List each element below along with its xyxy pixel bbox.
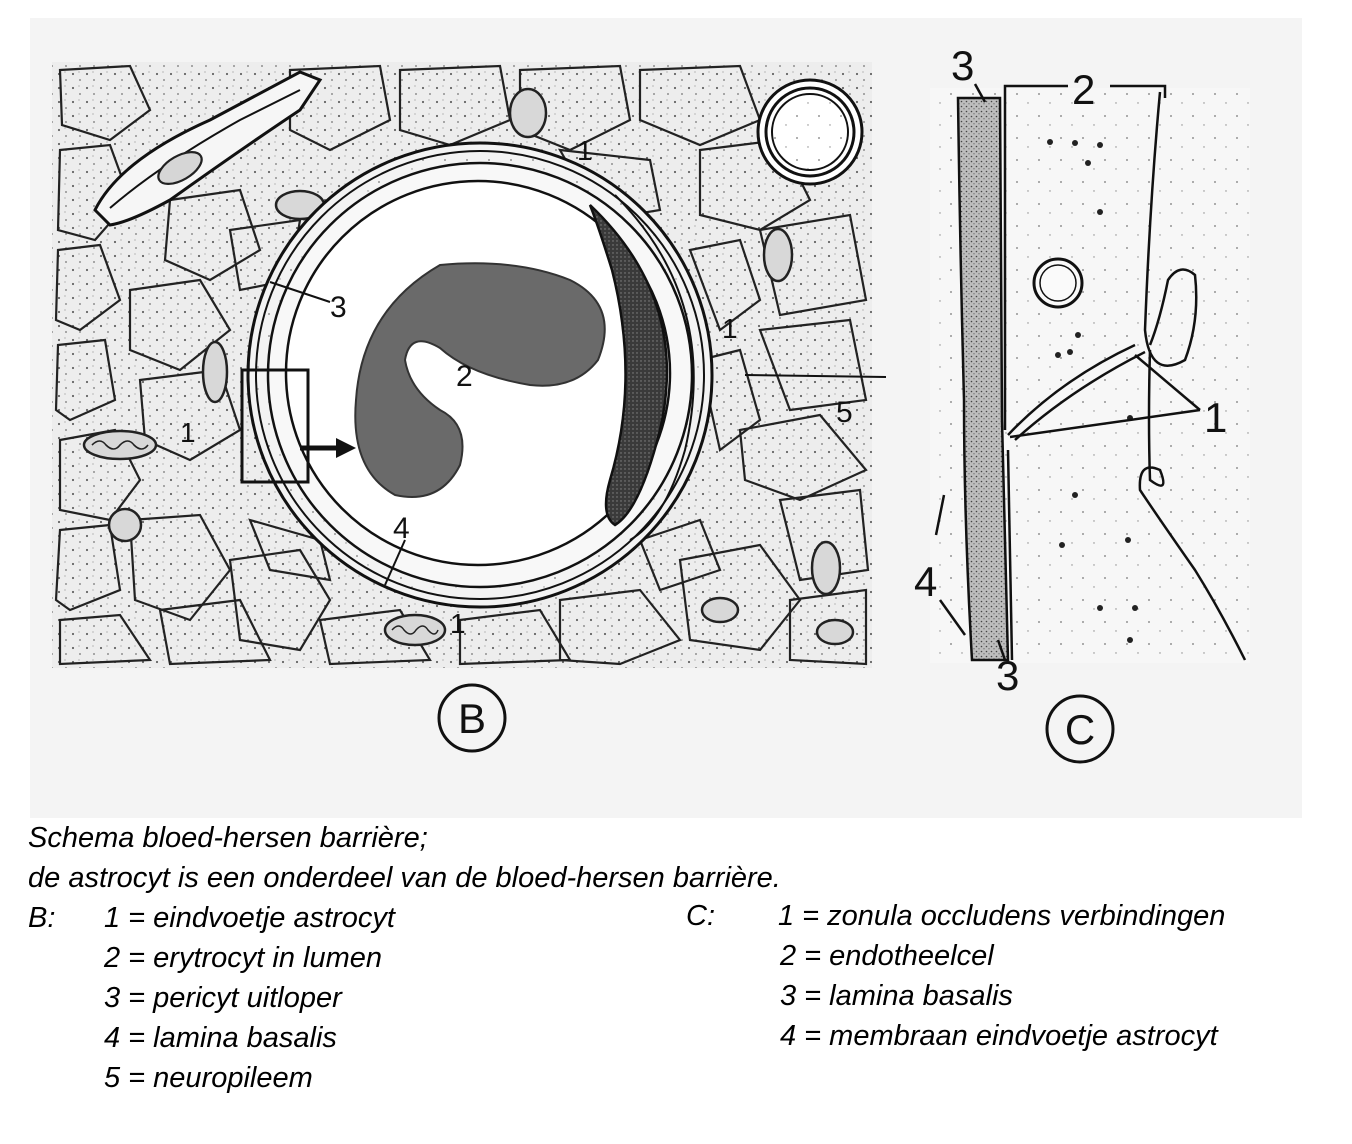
label-b-1-right: 1 xyxy=(722,313,738,344)
label-c-4: 4 xyxy=(914,558,937,605)
panel-c-letter: C xyxy=(1065,706,1095,753)
label-c-3-bottom: 3 xyxy=(996,652,1019,699)
label-c-3-top: 3 xyxy=(951,42,974,89)
endothelial-nucleus xyxy=(588,204,669,527)
panel-b-letter-circle xyxy=(437,683,507,753)
label-b-2: 2 xyxy=(456,360,473,393)
legend-b-item: 5 = neuropileem xyxy=(104,1062,313,1094)
label-c-1: 1 xyxy=(1204,394,1227,441)
label-b-1-top: 1 xyxy=(577,135,593,166)
label-b-3: 3 xyxy=(330,291,347,324)
legend-c-key: C: xyxy=(686,900,715,932)
panel-b-leaders xyxy=(269,281,887,586)
label-b-1-bottom: 1 xyxy=(450,608,466,639)
panel-c: 3 2 1 4 3 C xyxy=(914,42,1250,764)
capillary xyxy=(246,141,714,609)
panel-b-letter: B xyxy=(458,695,486,742)
mitochondria xyxy=(82,87,855,647)
panel-c-letter-circle xyxy=(1045,694,1115,764)
panel-b: 1 1 1 1 2 3 4 5 B xyxy=(52,62,887,753)
erythrocyte xyxy=(354,262,606,498)
label-b-4: 4 xyxy=(393,512,410,545)
legend-b-item: 1 = eindvoetje astrocyt xyxy=(104,902,395,934)
legend-c-item: 3 = lamina basalis xyxy=(780,980,1013,1012)
legend-b-item: 4 = lamina basalis xyxy=(104,1022,337,1054)
legend-b-item: 2 = erytrocyt in lumen xyxy=(104,942,383,974)
bbb-figure: 1 1 1 1 2 3 4 5 B xyxy=(30,18,1302,818)
legend-c-item: 4 = membraan eindvoetje astrocyt xyxy=(780,1020,1218,1052)
label-b-1-left: 1 xyxy=(180,417,196,448)
caption-subtitle: de astrocyt is een onderdeel van de bloe… xyxy=(28,862,781,894)
legend-b-key: B: xyxy=(28,902,56,934)
legend-b-item: 3 = pericyt uitloper xyxy=(104,982,342,1014)
label-b-5: 5 xyxy=(836,396,853,429)
inset-arrow-head xyxy=(336,438,356,458)
caption-title: Schema bloed-hersen barrière; xyxy=(28,822,428,854)
lamina-basalis-band xyxy=(956,96,1010,662)
oblique-process xyxy=(93,70,323,227)
legend-c-item: 2 = endotheelcel xyxy=(780,940,994,972)
inset-box xyxy=(240,368,310,484)
small-capillary xyxy=(756,78,864,186)
legend-c-item: 1 = zonula occludens verbindingen xyxy=(778,900,1226,932)
label-c-2: 2 xyxy=(1072,66,1095,113)
panel-c-leaders xyxy=(934,83,1201,661)
vesicle xyxy=(1032,257,1084,309)
endothelial-cells xyxy=(1003,91,1247,661)
